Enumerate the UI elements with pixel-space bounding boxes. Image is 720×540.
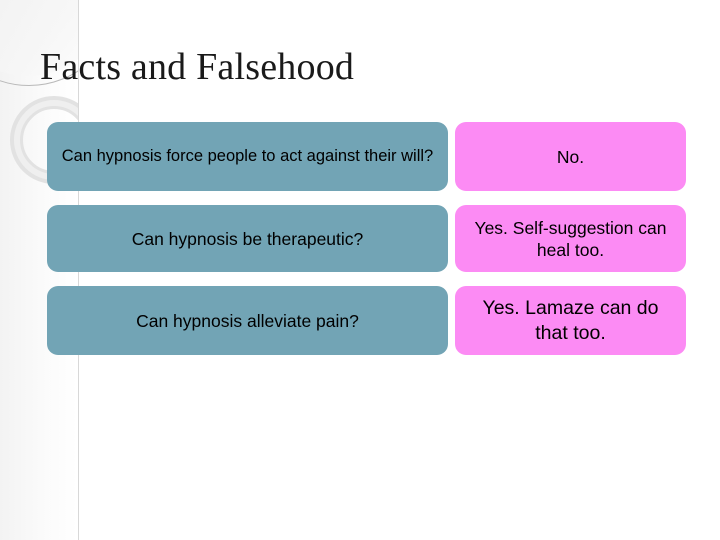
question-cell: Can hypnosis alleviate pain? [47,286,448,355]
table-row: Can hypnosis force people to act against… [47,122,686,191]
page-title: Facts and Falsehood [40,46,355,88]
table-row: Can hypnosis alleviate pain? Yes. Lamaze… [47,286,686,355]
question-cell: Can hypnosis force people to act against… [47,122,448,191]
table-row: Can hypnosis be therapeutic? Yes. Self-s… [47,205,686,272]
question-cell: Can hypnosis be therapeutic? [47,205,448,272]
answer-cell: Yes. Lamaze can do that too. [455,286,686,355]
qa-table: Can hypnosis force people to act against… [47,122,686,355]
answer-cell: No. [455,122,686,191]
answer-cell: Yes. Self-suggestion can heal too. [455,205,686,272]
